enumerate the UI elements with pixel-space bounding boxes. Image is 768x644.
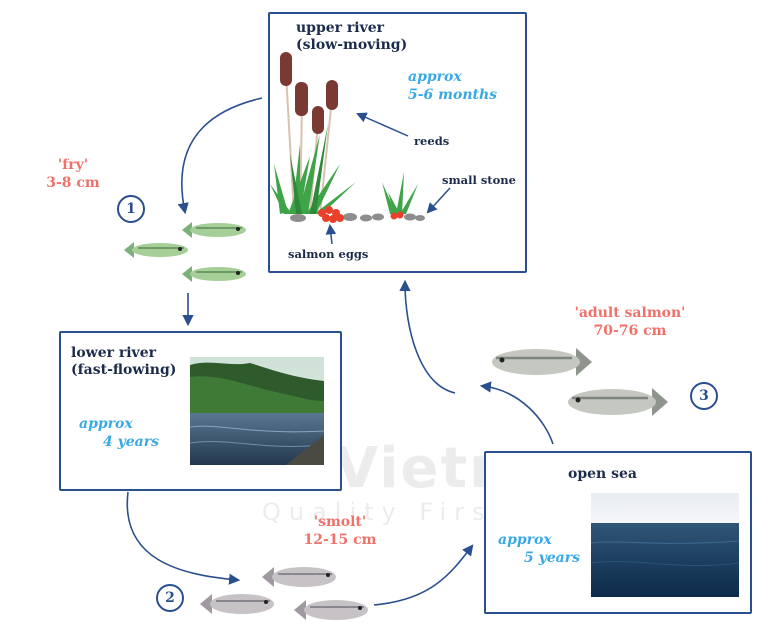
arrow-smolt-to-sea <box>373 544 474 606</box>
upper-river-duration: approx 5-6 months <box>408 69 498 103</box>
salmon-eggs-label: salmon eggs <box>288 247 369 261</box>
arrow-lower-to-smolt <box>126 491 241 585</box>
fry-fish <box>124 242 188 258</box>
upper-river-title: upper river (slow-moving) <box>296 20 408 53</box>
step-3-badge: 3 <box>690 382 718 410</box>
salmon-eggs-cluster <box>318 206 404 223</box>
fry-fish <box>182 266 246 282</box>
reeds-label: reeds <box>414 134 450 148</box>
step-1-badge: 1 <box>117 195 145 223</box>
river-photo <box>189 357 325 465</box>
smolt-fish <box>200 594 274 614</box>
open-sea-title: open sea <box>568 466 637 482</box>
watermark-tagline: Quality First <box>262 498 510 526</box>
smolt-fish <box>294 600 368 620</box>
open-sea-box: open sea approx 5 years <box>484 451 752 614</box>
fry-fish <box>182 222 246 238</box>
arrow-upper-to-fry <box>177 97 263 215</box>
upper-river-box: upper river (slow-moving) approx 5-6 mon… <box>268 12 527 273</box>
lower-river-title: lower river (fast-flowing) <box>71 345 177 378</box>
adult-salmon-fish <box>492 348 592 376</box>
adult-salmon-label: 'adult salmon' 70-76 cm <box>574 305 686 339</box>
step-2-badge: 2 <box>156 584 184 612</box>
small-stones <box>290 213 425 222</box>
sea-photo <box>590 493 740 597</box>
adult-salmon-fish <box>568 388 668 416</box>
lower-river-duration: approx 4 years <box>79 416 159 450</box>
arrow-adult-to-upper <box>399 279 456 394</box>
cattail-heads <box>280 52 338 134</box>
smolt-label: 'smolt' 12-15 cm <box>303 514 377 548</box>
lower-river-box: lower river (fast-flowing) approx 4 year… <box>59 331 342 491</box>
arrow-sea-to-adult <box>479 381 554 445</box>
smolt-fish <box>262 567 336 587</box>
reeds-scene <box>270 52 451 245</box>
fry-label: 'fry' 3-8 cm <box>46 157 100 191</box>
small-stone-label: small stone <box>442 173 516 187</box>
open-sea-duration: approx 5 years <box>498 532 580 566</box>
